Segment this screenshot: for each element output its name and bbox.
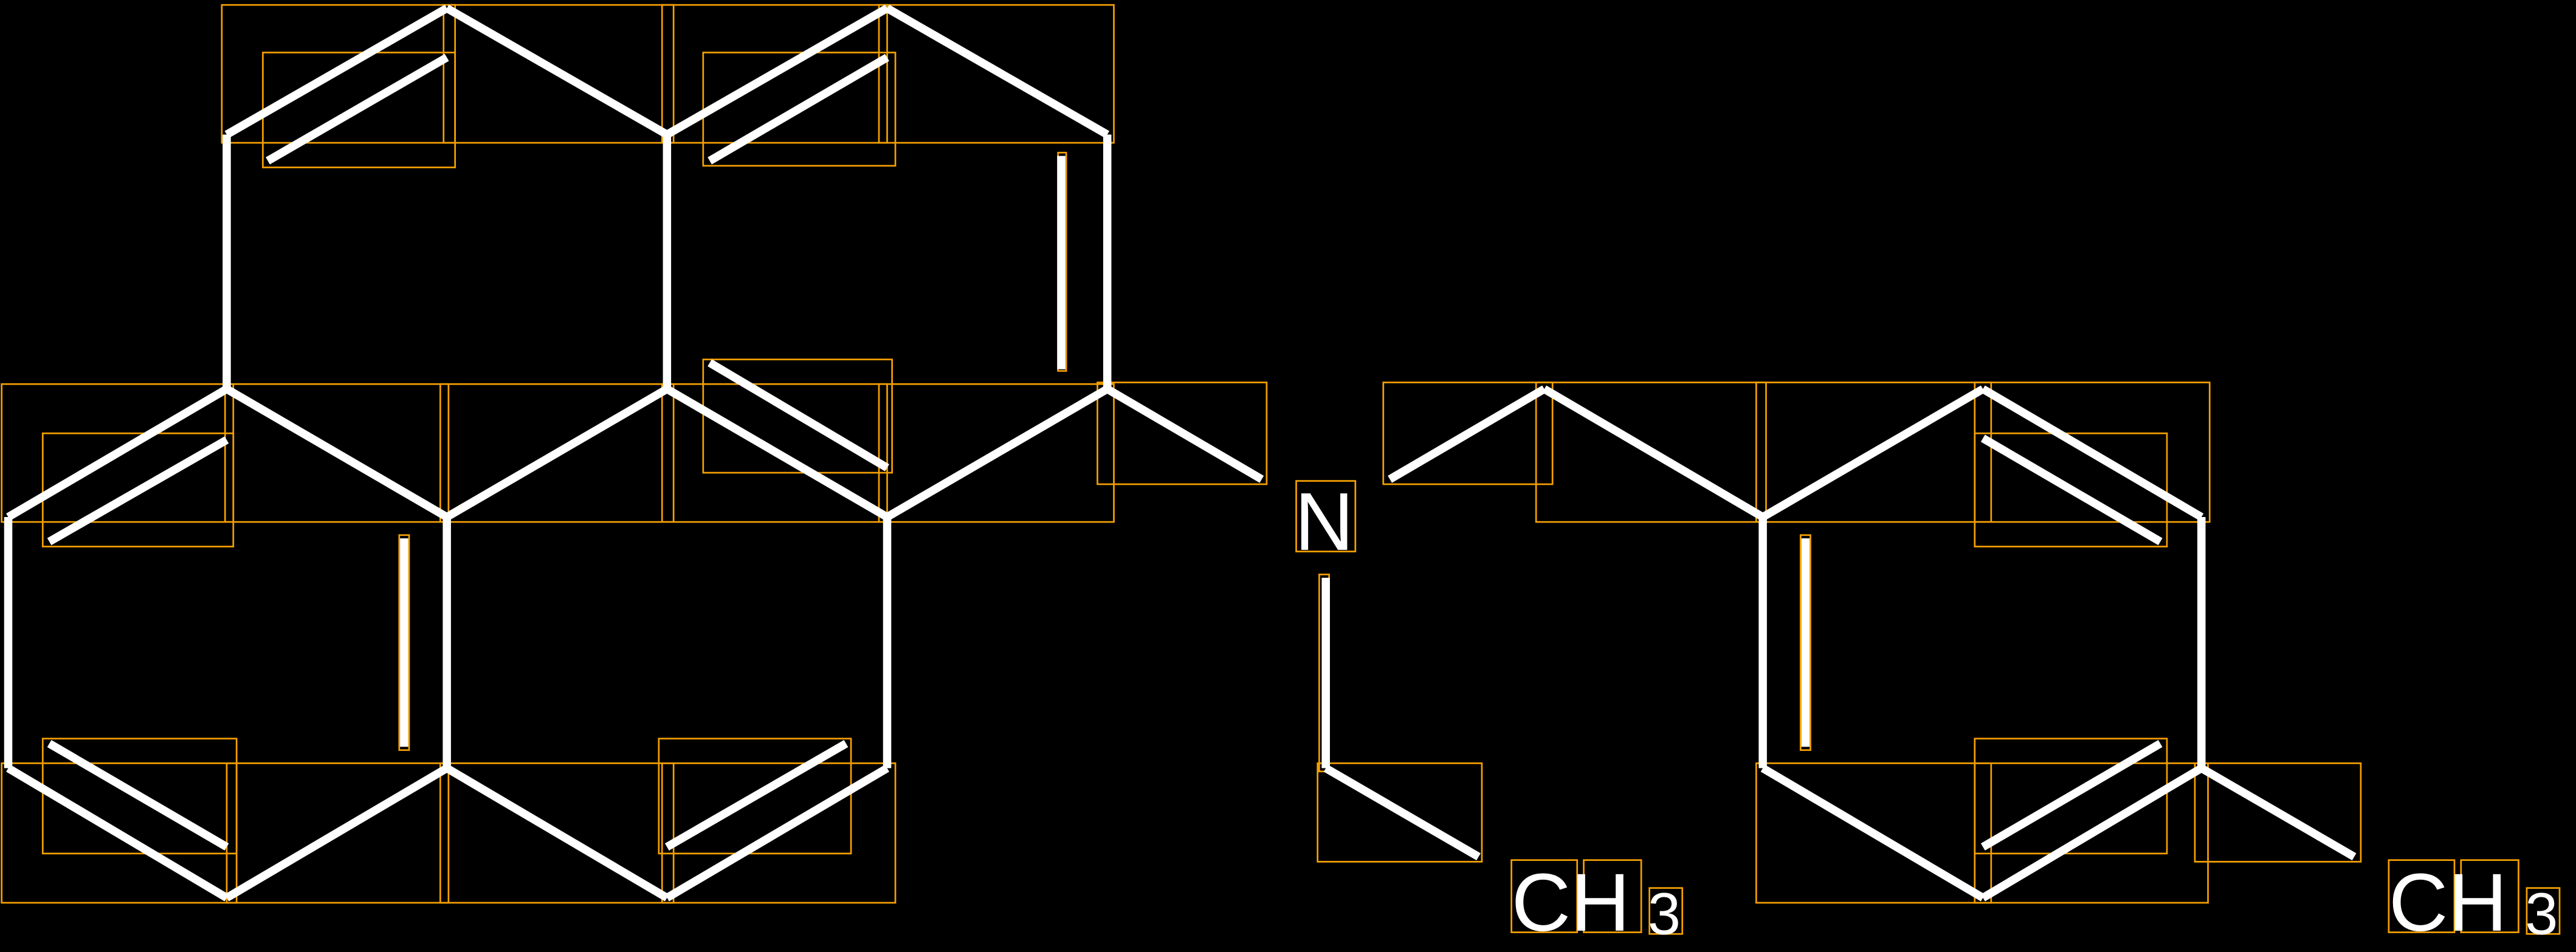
bounding-box [878, 4, 1115, 144]
bond-line [224, 4, 449, 139]
bond-line [6, 764, 229, 902]
methyl-label-1: CH [1512, 857, 1630, 948]
bond-line [2199, 764, 2357, 861]
bounding-box [2194, 762, 2362, 863]
bounding-box [398, 534, 410, 752]
bond-line [664, 385, 889, 521]
bond-line [1760, 385, 1985, 521]
bounding-box [226, 762, 450, 904]
bond-line [444, 4, 669, 139]
nitrogen-label: N [1295, 476, 1354, 567]
bounding-box [702, 358, 893, 474]
bounding-box [1799, 534, 1811, 752]
bounding-box [1097, 382, 1268, 485]
bonds [4, 4, 2357, 902]
bounding-box [1755, 762, 1992, 904]
bond-line [266, 53, 449, 165]
bond-line [1980, 385, 2204, 521]
bounding-box [1295, 480, 1357, 553]
bond-line [1980, 764, 2204, 902]
bond-line [1105, 385, 1264, 483]
methyl-subscript-2: 3 [2525, 880, 2558, 947]
bounding-box [2460, 859, 2519, 933]
bond-line [885, 4, 1110, 139]
bond-line [1323, 764, 1481, 861]
bounding-box [1755, 382, 1992, 523]
bond-line [885, 385, 1110, 521]
bounding-box [1382, 382, 1554, 485]
bounding-box [661, 762, 897, 904]
bond-line [47, 740, 229, 851]
bounding-box [41, 432, 235, 548]
bond-line [1388, 385, 1547, 483]
bounding-box [878, 383, 1115, 523]
methyl-label-2: CH [2389, 857, 2507, 948]
bond-line [708, 359, 889, 471]
bounding-box [661, 383, 888, 523]
bond-line [1542, 385, 1765, 521]
bounding-box [1974, 738, 2168, 855]
bond-line [1760, 764, 1985, 902]
bounding-box [439, 762, 675, 904]
bounding-box [224, 383, 450, 523]
bond-line [224, 385, 449, 521]
bounding-box [1974, 432, 2168, 548]
bond-line [47, 436, 229, 546]
bond-line [6, 385, 229, 521]
bond-line [664, 740, 849, 851]
bond-line [224, 764, 449, 902]
bounding-box [1583, 859, 1642, 933]
bond-line [664, 764, 889, 902]
bounding-box [1648, 887, 1684, 935]
bounding-box [443, 4, 675, 144]
bounding-box [439, 383, 675, 523]
methyl-subscript-1: 3 [1648, 880, 1681, 947]
bond-line [444, 385, 669, 521]
bond-line [1980, 740, 2163, 851]
bond-line [1980, 434, 2163, 546]
bounding-boxes [1, 4, 2561, 935]
bounding-box [1510, 859, 1579, 933]
bounding-box [1535, 382, 1767, 523]
bounding-box [41, 738, 238, 855]
bond-line [444, 764, 669, 902]
bounding-box [2526, 887, 2561, 935]
bounding-box [661, 4, 888, 144]
bounding-box [2388, 859, 2456, 933]
bounding-box [658, 738, 852, 855]
bounding-box [1317, 762, 1483, 863]
bond-line [664, 4, 889, 139]
bond-line [708, 53, 889, 165]
